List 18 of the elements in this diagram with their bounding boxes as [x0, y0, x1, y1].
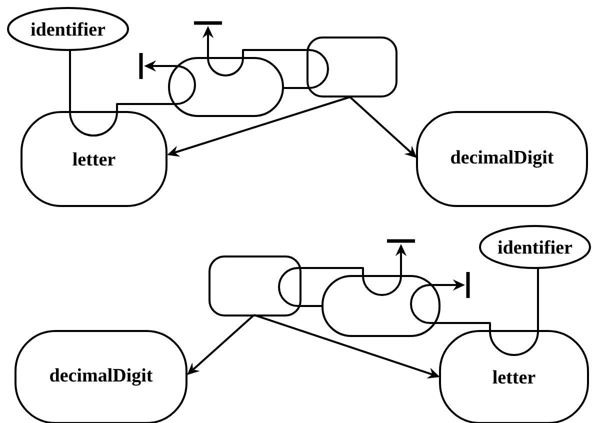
- rounded-box: decimalDigit: [14, 330, 188, 423]
- connector-line: [298, 266, 364, 276]
- pill-shape: [322, 275, 440, 337]
- connector-line: [69, 50, 118, 136]
- connector-line: [489, 268, 539, 356]
- rounded-box: decimalDigit: [416, 111, 588, 207]
- ellipse-node: identifier: [7, 7, 129, 51]
- connector-line: [116, 65, 196, 112]
- pill-shape: [168, 57, 284, 117]
- rounded-box: letter: [439, 330, 589, 423]
- rounded-box: letter: [20, 111, 168, 207]
- ellipse-node: identifier: [479, 225, 591, 269]
- connector-line: [283, 49, 329, 89]
- connector-line: [278, 266, 323, 307]
- connector-line: [410, 284, 491, 331]
- connector-line: [242, 49, 309, 58]
- cylinder-shape: [306, 36, 398, 98]
- cylinder-shape: [208, 256, 302, 316]
